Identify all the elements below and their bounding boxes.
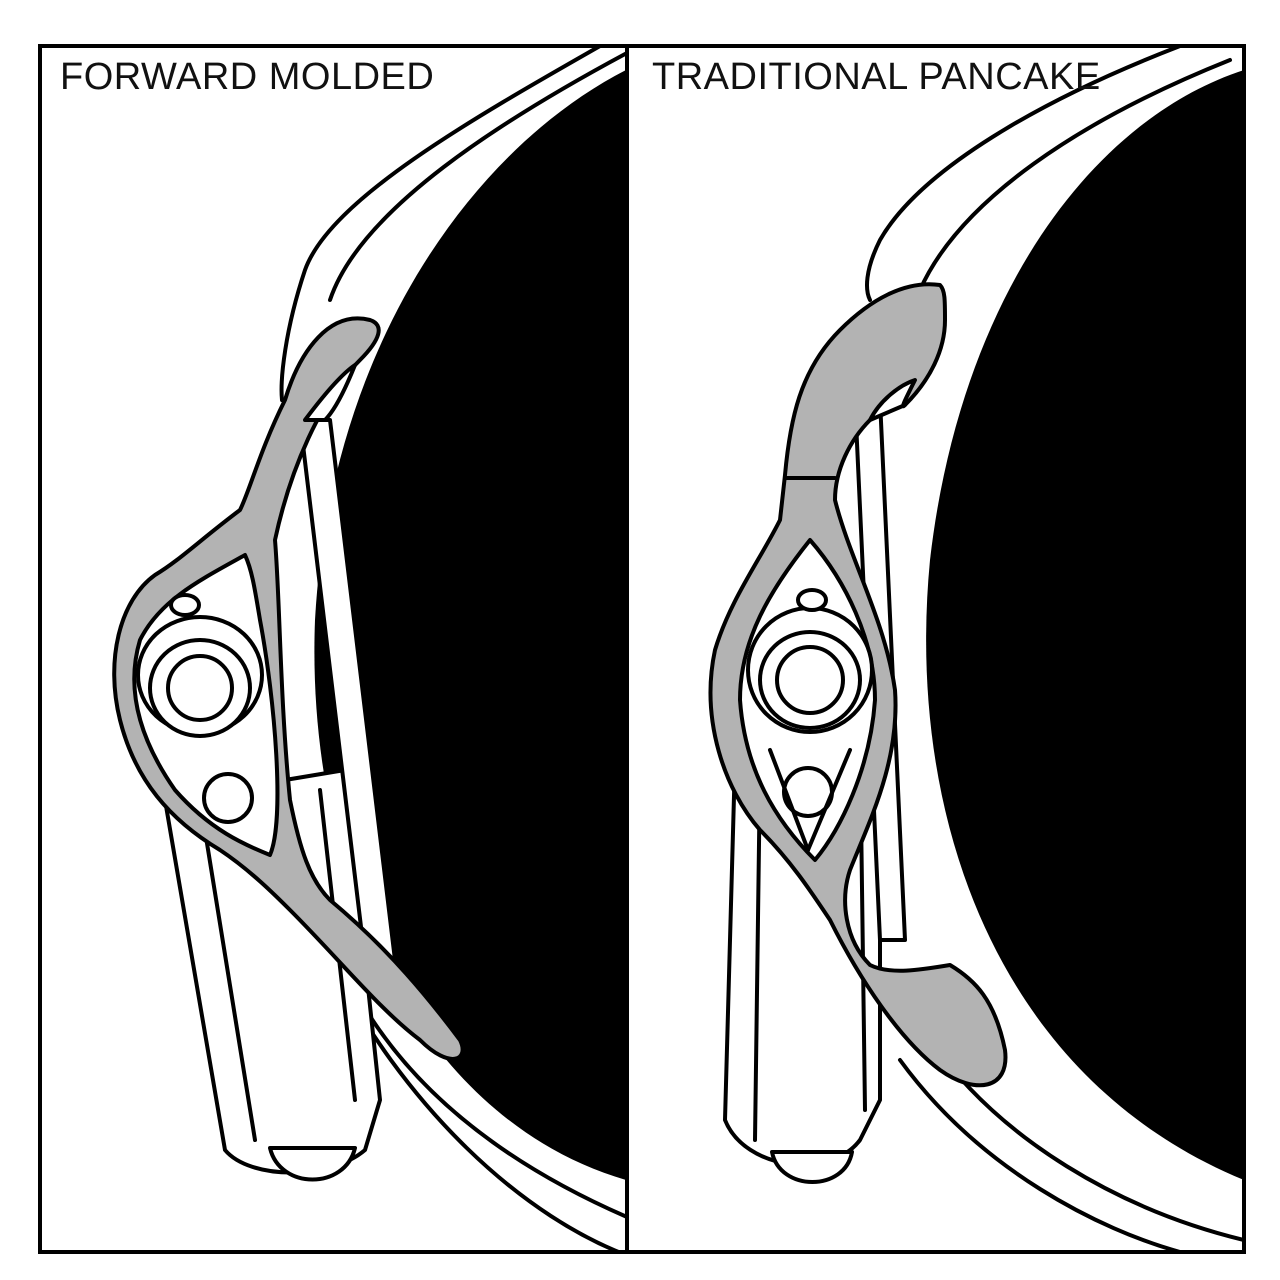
window-triangle-line-1 [768, 748, 810, 852]
screw-head [166, 654, 234, 722]
rivet-top-arc [169, 593, 201, 617]
clothing-line-r4 [898, 1058, 1182, 1252]
belt-clip-gap [868, 378, 917, 422]
torso-silhouette-right [926, 70, 1244, 1180]
clothing-lines [279, 46, 602, 402]
grip-butt-right [770, 1150, 854, 1184]
clothing-line-r1 [865, 46, 1182, 302]
grip-inner-line-1 [198, 798, 257, 1142]
window-triangle-line-2 [806, 748, 852, 852]
outer-frame [38, 44, 1246, 1254]
rivet-lower [202, 772, 254, 824]
rivet-top-arc-right [796, 588, 828, 612]
panel-label-traditional-pancake: TRADITIONAL PANCAKE [652, 56, 1101, 98]
holster-clip-gap [303, 363, 357, 422]
clothing-line-r2 [918, 58, 1232, 292]
torso-silhouette [314, 70, 626, 1180]
screw-head-right [775, 645, 845, 715]
traditional-pancake-panel [708, 46, 1244, 1252]
forward-molded-panel [112, 46, 626, 1252]
panel-label-forward-molded: FORWARD MOLDED [60, 56, 435, 98]
clothing-line-2 [328, 51, 626, 302]
grip-butt [268, 1146, 357, 1182]
clothing-line-3 [358, 998, 626, 1219]
